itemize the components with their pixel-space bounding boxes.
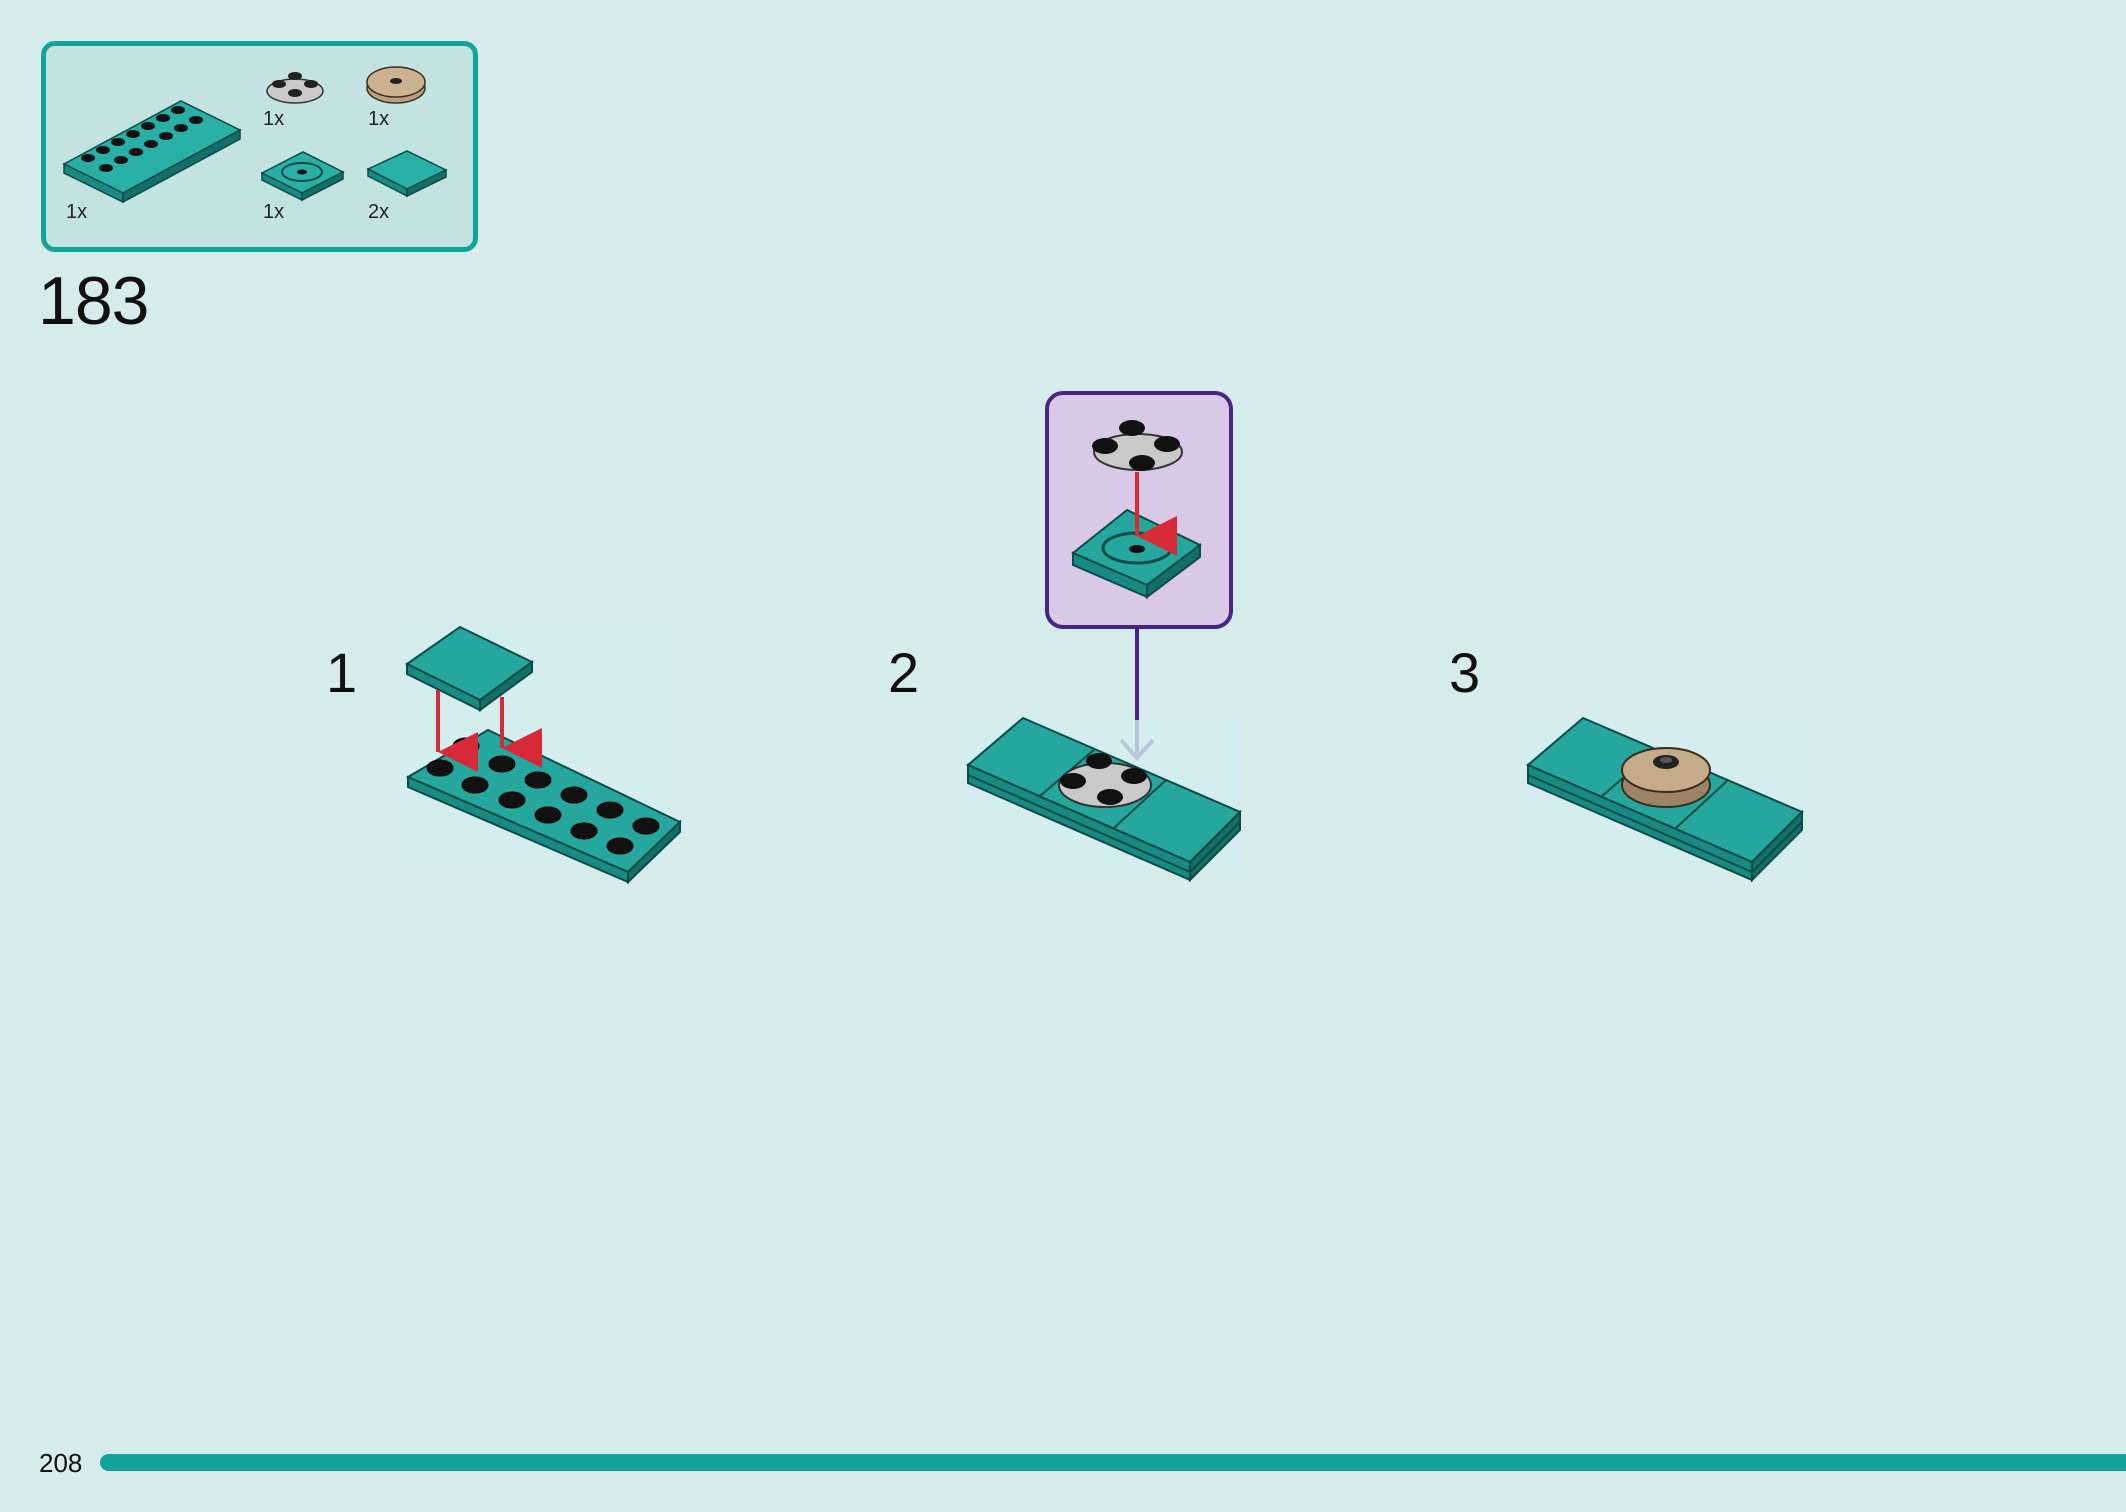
tile-2x2-icon — [366, 150, 448, 198]
turntable-base-icon — [260, 151, 345, 202]
part-qty: 2x — [368, 201, 390, 223]
step-number: 183 — [38, 263, 149, 339]
parts-artwork — [62, 66, 448, 204]
substep-label-2: 2 — [888, 641, 920, 704]
plate-2x8-icon — [62, 100, 242, 204]
part-qty: 1x — [66, 201, 88, 223]
part-qty: 1x — [368, 108, 390, 130]
parts-list-box: 1x 1x 1x 1x 2x — [41, 41, 478, 252]
page-number: 208 — [39, 1448, 83, 1478]
callout-illustration — [1071, 420, 1202, 600]
substep-3-illustration — [1525, 716, 1805, 883]
substep-label-1: 1 — [326, 641, 358, 704]
substep-1-illustration — [400, 625, 682, 885]
part-qty: 1x — [263, 201, 285, 223]
grey-round-plate-icon — [266, 72, 324, 104]
substep-label-3: 3 — [1449, 641, 1481, 704]
footer-rule — [100, 1454, 2126, 1471]
tan-round-tile-icon — [366, 66, 426, 104]
substep-2-illustration — [965, 716, 1242, 883]
part-qty: 1x — [263, 108, 285, 130]
